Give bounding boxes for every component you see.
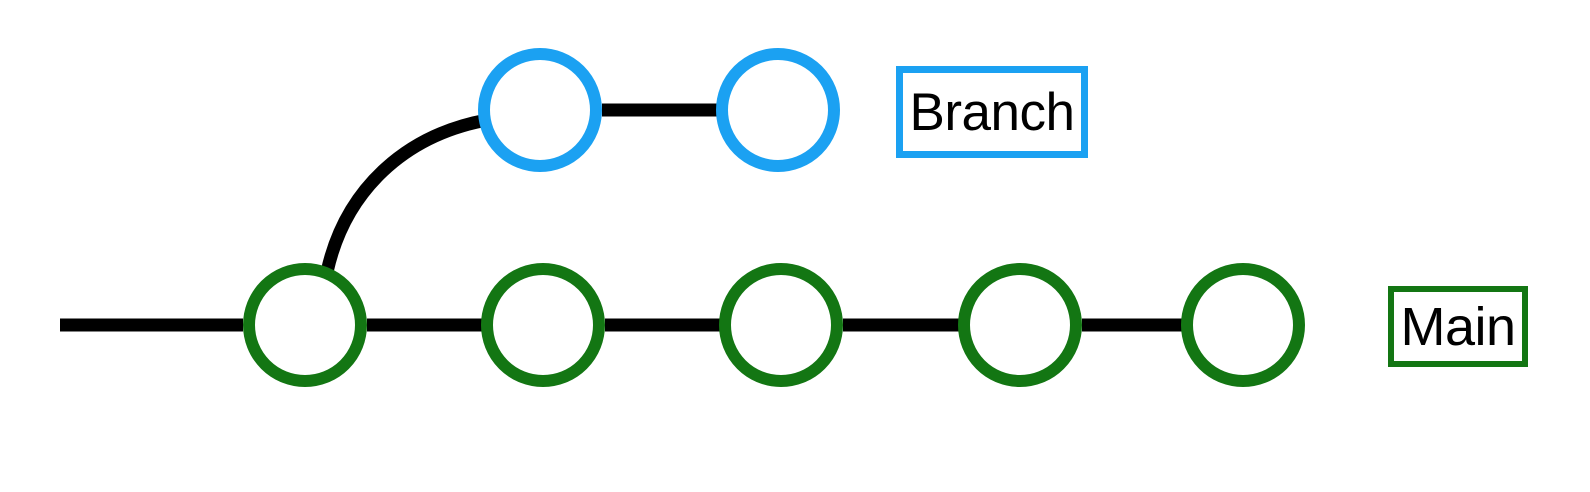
commit-node-branch-2[interactable] — [716, 48, 840, 172]
commit-node-main-3[interactable] — [719, 263, 843, 387]
legend-main: Main — [1388, 286, 1528, 367]
legend-branch-label: Branch — [909, 82, 1075, 142]
commit-node-main-5[interactable] — [1181, 263, 1305, 387]
legend-main-label: Main — [1400, 296, 1516, 357]
edge-fork-curve — [320, 113, 489, 274]
commit-node-main-1[interactable] — [243, 263, 367, 387]
legend-branch: Branch — [896, 66, 1088, 158]
commit-node-main-4[interactable] — [958, 263, 1082, 387]
commit-node-branch-1[interactable] — [478, 48, 602, 172]
commit-node-main-2[interactable] — [481, 263, 605, 387]
